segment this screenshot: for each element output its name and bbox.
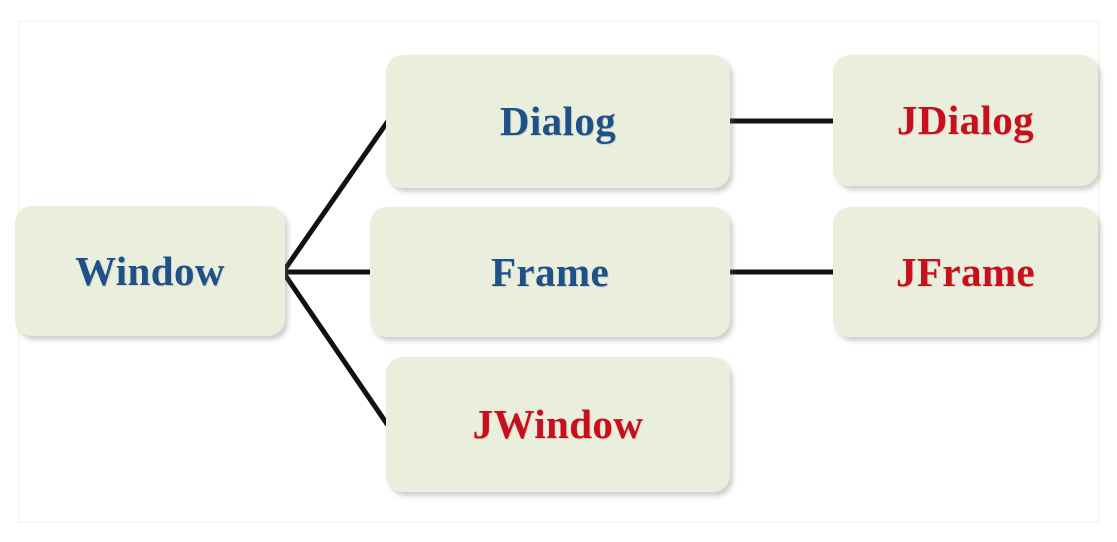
node-dialog-label: Dialog — [499, 98, 617, 144]
node-jframe-label: JFrame — [896, 248, 1035, 295]
node-jwindow-label: JWindow — [472, 401, 644, 447]
node-jframe[interactable]: JFrame — [833, 207, 1098, 337]
node-frame-label: Frame — [490, 248, 610, 295]
node-window[interactable]: Window — [15, 206, 285, 336]
node-jdialog[interactable]: JDialog — [833, 55, 1098, 186]
node-jwindow[interactable]: JWindow — [386, 357, 730, 492]
node-frame[interactable]: Frame — [370, 207, 730, 337]
node-window-label: Window — [75, 247, 225, 294]
node-jdialog-label: JDialog — [896, 97, 1035, 143]
node-dialog[interactable]: Dialog — [386, 55, 730, 188]
